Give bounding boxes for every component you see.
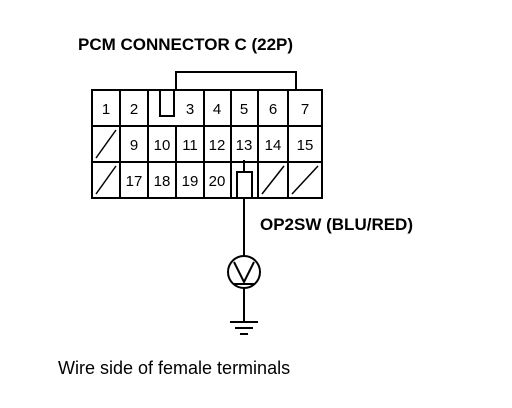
terminal-12: 12 <box>209 137 226 154</box>
unused-terminal-mark <box>261 165 285 195</box>
terminal-13: 13 <box>236 137 253 154</box>
signal-label: OP2SW (BLU/RED) <box>260 215 413 234</box>
diagram-caption: Wire side of female terminals <box>58 358 290 378</box>
oil-pressure-switch-icon <box>227 255 261 289</box>
terminal-20: 20 <box>209 173 226 190</box>
unused-terminal-mark <box>291 165 319 195</box>
terminal-3: 3 <box>186 101 194 118</box>
connector-lock-tab <box>175 71 297 90</box>
connector-keyway-bottom <box>236 171 253 198</box>
terminal-19: 19 <box>182 173 199 190</box>
terminal-15: 15 <box>297 137 314 154</box>
terminal-14: 14 <box>265 137 282 154</box>
connector-keyway <box>159 90 175 117</box>
terminal-4: 4 <box>213 101 221 118</box>
terminal-6: 6 <box>269 101 277 118</box>
terminal-7: 7 <box>301 101 309 118</box>
ground-icon <box>230 288 258 335</box>
terminal-5: 5 <box>240 101 248 118</box>
diagram-title: PCM CONNECTOR C (22P) <box>78 35 293 54</box>
unused-terminal-mark <box>95 129 117 159</box>
connector-shell <box>91 89 323 199</box>
terminal-10: 10 <box>154 137 171 154</box>
terminal-9: 9 <box>130 137 138 154</box>
terminal-2: 2 <box>130 101 138 118</box>
terminal-11: 11 <box>182 137 198 154</box>
terminal-17: 17 <box>126 173 143 190</box>
terminal-1: 1 <box>102 101 110 118</box>
terminal-18: 18 <box>154 173 171 190</box>
unused-terminal-mark <box>95 165 117 195</box>
